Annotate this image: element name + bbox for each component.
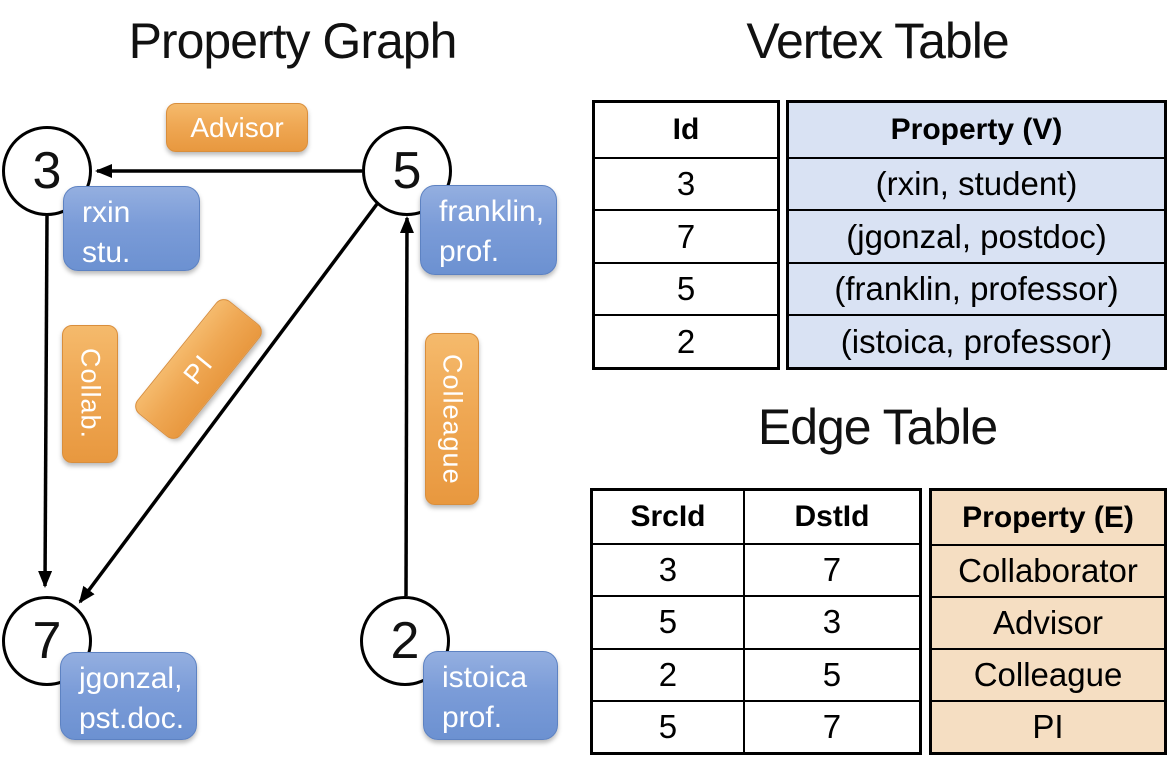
edge-label-text: Colleague <box>437 353 468 485</box>
edge-2-to-5-colleague <box>399 216 414 597</box>
vertex-property-line: istoica <box>442 661 528 694</box>
vertex-table-id-cell: 5 <box>595 261 777 315</box>
vertex-table-header-id: Id <box>672 112 700 146</box>
edge-table-property-cell: Collaborator <box>932 544 1164 596</box>
edge-table-header-property: Property (E) <box>962 500 1134 534</box>
edge-table-property-cell: Advisor <box>932 596 1164 648</box>
vertex-node-2: 2 <box>360 596 450 686</box>
edge-label-advisor: Advisor <box>166 103 308 152</box>
edge-table-dst-cell: 7 <box>742 699 919 752</box>
edge-label-text: PI <box>177 347 220 390</box>
edge-table-header-dstid: DstId <box>742 491 919 544</box>
graph-edges <box>38 164 414 604</box>
vertex-property-line: prof. <box>442 701 503 734</box>
vertex-table-id-cell: 7 <box>595 209 777 262</box>
vertex-table-id-cell: 3 <box>595 156 777 210</box>
vertex-table-property-column: Property (V) (rxin, student) (jgonzal, p… <box>786 100 1167 370</box>
vertex-property-line: jgonzal, <box>79 662 183 695</box>
edge-5-to-7-pi <box>78 202 379 604</box>
edge-table-src-cell: 5 <box>593 595 743 647</box>
edge-3-to-7-collaborator <box>38 215 53 588</box>
edge-table-title: Edge Table <box>757 399 998 455</box>
vertex-property-istoica: istoica prof. <box>423 651 558 740</box>
vertex-table-title: Vertex Table <box>746 13 1009 69</box>
edge-table-header-srcid: SrcId <box>630 500 706 534</box>
vertex-property-line: franklin, <box>439 195 545 228</box>
edge-table-dst-cell: 5 <box>742 647 919 700</box>
edge-label-text: Collab. <box>75 348 106 440</box>
vertex-property-line: prof. <box>439 235 500 268</box>
edge-table-src-cell: 5 <box>593 699 743 752</box>
edge-table-property-column: Property (E) Collaborator Advisor Collea… <box>929 488 1167 755</box>
vertex-property-franklin: franklin, prof. <box>420 185 557 275</box>
vertex-table-property-cell: (istoica, professor) <box>789 314 1164 367</box>
vertex-property-line: rxin <box>82 196 131 229</box>
vertex-table-property-cell: (franklin, professor) <box>789 261 1164 315</box>
edge-label-text: Advisor <box>190 111 284 143</box>
vertex-property-line: pst.doc. <box>79 702 185 735</box>
edge-table-property-cell: Colleague <box>932 648 1164 700</box>
edge-table-dst-cell: 3 <box>742 595 919 648</box>
edge-table-src-cell: 3 <box>593 543 743 595</box>
vertex-node-5: 5 <box>362 126 452 216</box>
vertex-property-jgonzal: jgonzal, pst.doc. <box>60 652 197 740</box>
vertex-table-header-property: Property (V) <box>890 112 1063 146</box>
edge-label-collab: Collab. <box>62 325 118 463</box>
edge-label-colleague: Colleague <box>425 333 479 505</box>
edge-table-id-columns: SrcId DstId 3 7 5 3 2 5 5 7 <box>590 488 922 755</box>
vertex-table-id-column: Id 3 7 5 2 <box>592 100 780 370</box>
vertex-property-rxin: rxin stu. <box>63 186 200 271</box>
vertex-table-id-cell: 2 <box>595 314 777 367</box>
edge-table-src-cell: 2 <box>593 647 743 700</box>
vertex-property-line: stu. <box>82 236 131 269</box>
edge-table-property-cell: PI <box>932 700 1164 752</box>
vertex-table-property-cell: (rxin, student) <box>789 156 1164 210</box>
vertex-table-property-cell: (jgonzal, postdoc) <box>789 209 1164 262</box>
property-graph-title: Property Graph <box>128 13 458 69</box>
edge-table-dst-cell: 7 <box>742 543 919 596</box>
